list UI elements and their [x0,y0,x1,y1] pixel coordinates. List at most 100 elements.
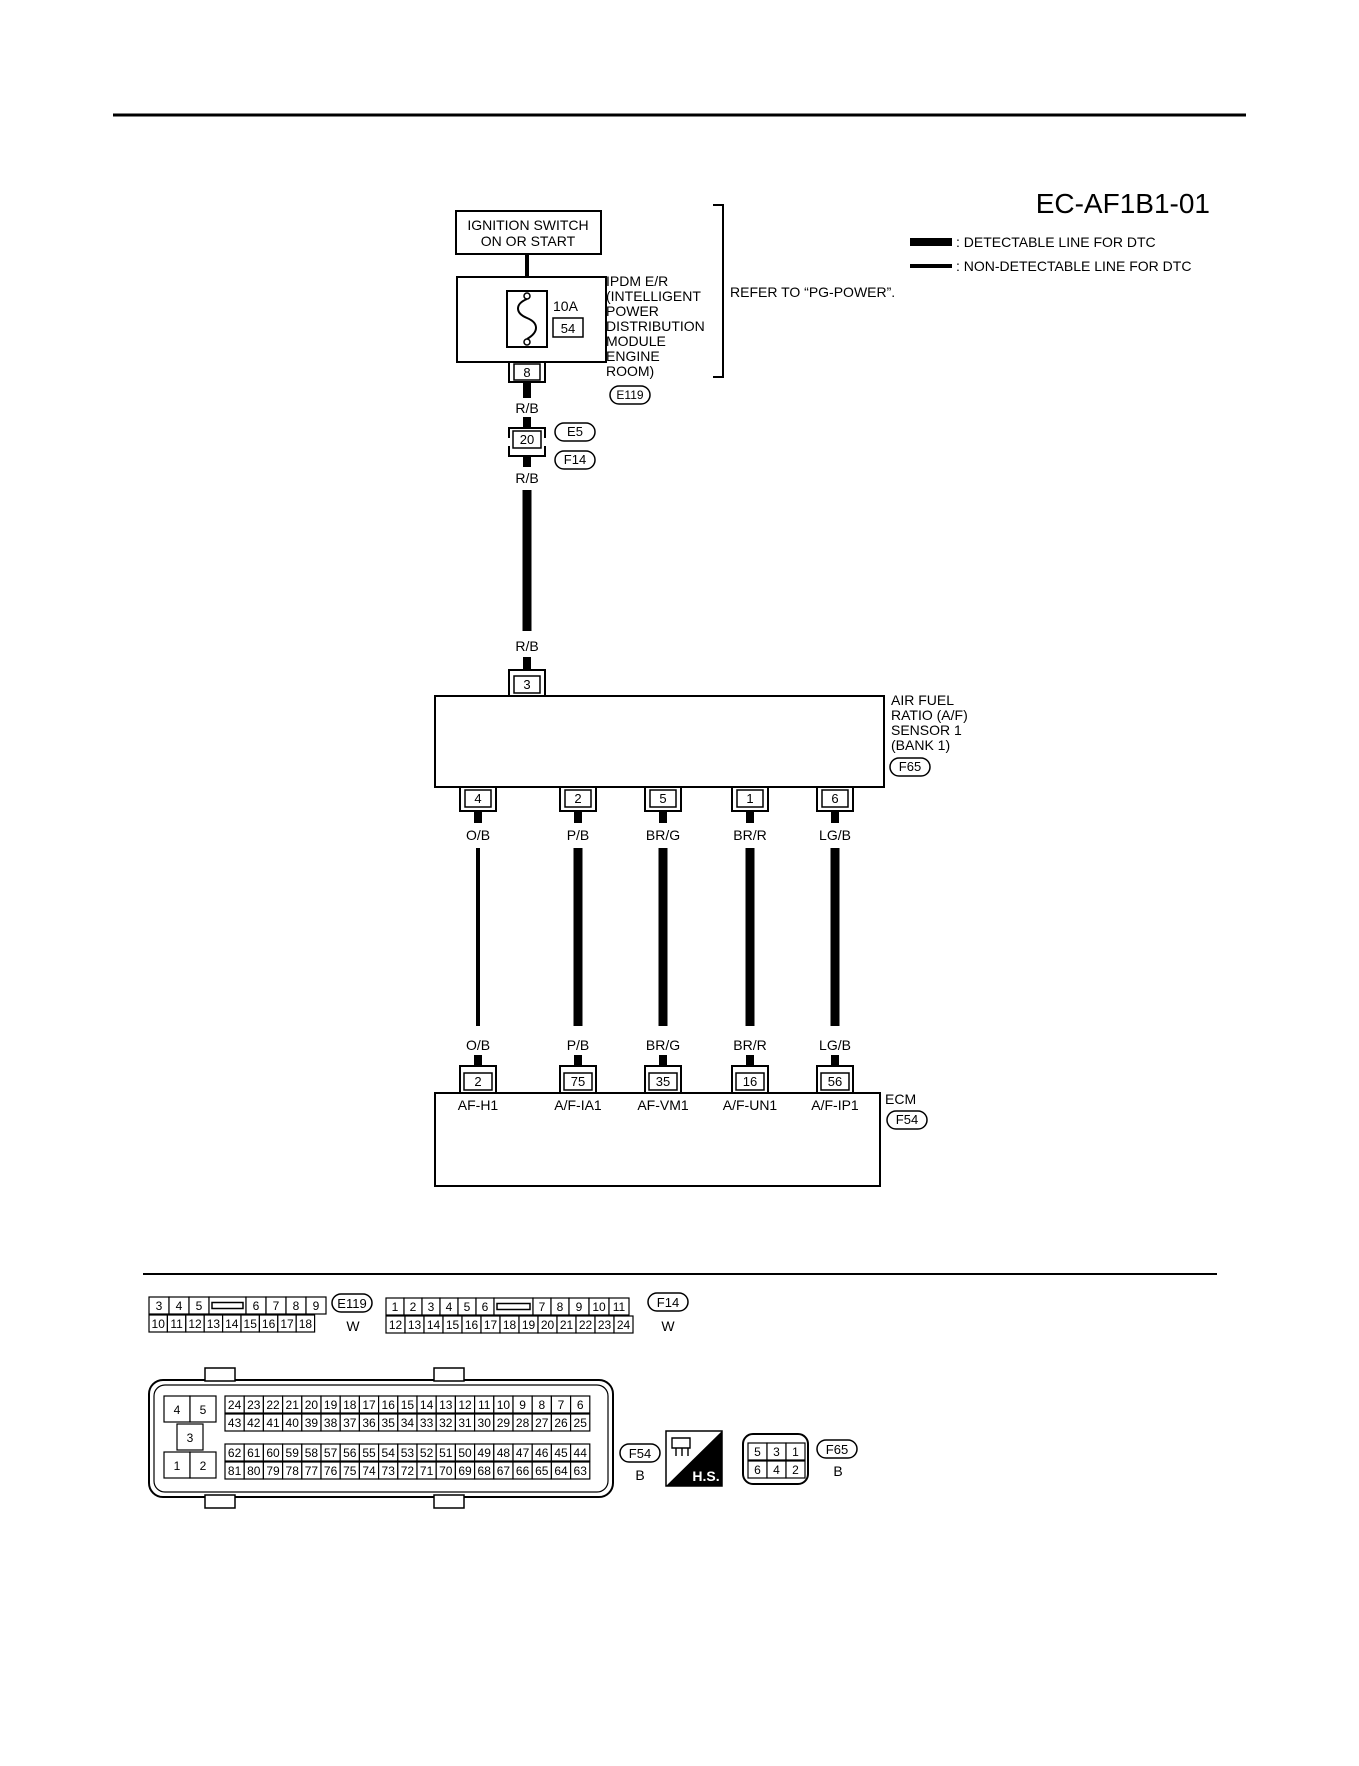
connector-pin-label: 68 [478,1464,492,1478]
f54-power-pin-cell [176,1423,204,1451]
f54-power-pin-label: 1 [174,1459,181,1473]
connector-pin-label: 50 [458,1446,472,1460]
ipdm-connector-badge [609,385,651,405]
connector-pin-label: 59 [286,1446,300,1460]
sensor-pin-box [564,789,592,808]
joint-connector-e5: E5 [567,424,583,439]
connector-id: F14 [657,1295,679,1310]
connector-pin-label: 67 [497,1464,511,1478]
f54-latch [433,1494,465,1509]
ipdm-label-line: ROOM) [606,363,654,379]
connector-pin-label: 9 [576,1300,583,1314]
wire-color-label-bottom: LG/B [819,1037,851,1053]
connector-pin-label: 13 [408,1318,422,1332]
connector-pin-label: 11 [613,1300,626,1314]
connector-pin-label: 15 [401,1398,415,1412]
wire-color-label-top: LG/B [819,827,851,843]
ignition-switch-line2: ON OR START [481,233,576,249]
connector-pin-label: 12 [458,1398,472,1412]
connector-pin-label: 13 [207,1317,221,1331]
connector-pin-label: 63 [574,1464,588,1478]
connector-pin-label: 7 [558,1398,565,1412]
ipdm-label-line: IPDM E/R [606,273,668,289]
connector-pin-label: 8 [557,1300,564,1314]
fuse-icon [517,298,537,340]
connector-pin-label: 21 [286,1398,300,1412]
legend-non-detectable: : NON-DETECTABLE LINE FOR DTC [956,258,1191,274]
connector-pin-label: 23 [247,1398,261,1412]
connector-pin-label: 17 [280,1317,294,1331]
connector-pin-label: 13 [439,1398,453,1412]
connector-pin-label: 37 [343,1416,357,1430]
connector-id: E119 [337,1296,366,1311]
connector-pin-label: 27 [535,1416,549,1430]
ipdm-label-line: MODULE [606,333,666,349]
connector-pin-label: 3 [773,1445,780,1459]
connector-pin-label: 62 [228,1446,242,1460]
hs-connector-icon [671,1437,691,1456]
connector-pin-label: 14 [225,1317,239,1331]
f54-power-pin-label: 2 [200,1459,207,1473]
sensor-pin-number: 5 [659,791,666,806]
ecm-pin-bracket [459,1065,497,1093]
connector-pin-label: 25 [574,1416,588,1430]
connector-pin-label: 9 [519,1398,526,1412]
connector-pin-label: 10 [152,1317,166,1331]
connector-pin-cell [569,1461,591,1480]
ecm-pin-bracket [816,1065,854,1093]
connector-pin-label: 3 [428,1300,435,1314]
connector-pin-label: 49 [478,1446,492,1460]
connector-pin-label: 53 [401,1446,415,1460]
connector-pin-label: 22 [266,1398,280,1412]
connector-pin-label: 46 [535,1446,549,1460]
connector-pin-label: 16 [262,1317,276,1331]
connector-pin-label: 64 [554,1464,568,1478]
ipdm-label: IPDM E/R (INTELLIGENT POWER DISTRIBUTION… [606,273,705,379]
f54-power-pin-label: 5 [200,1403,207,1417]
connector-pin-label: 4 [773,1463,780,1477]
f54-power-pin-label: 4 [174,1403,181,1417]
connector-pin-label: 69 [458,1464,472,1478]
connector-pin-label: 16 [382,1398,396,1412]
sensor-pin-box [649,789,677,808]
connector-pin-label: 78 [286,1464,300,1478]
connector-pin-label: 6 [577,1398,584,1412]
sensor-power-terminal-box [513,675,541,694]
ignition-switch-line1: IGNITION SWITCH [467,217,588,233]
ipdm-label-line: POWER [606,303,659,319]
connector-pin-label: 80 [247,1464,261,1478]
fuse-number-box [552,317,584,338]
ecm-pin-number: 16 [743,1074,757,1089]
joint-connector-f14: F14 [564,452,586,467]
af-sensor-connector-id: F65 [899,759,921,774]
connector-pin-label: 44 [574,1446,588,1460]
f54-latch [433,1367,465,1382]
ecm-pin-signal-label: AF-VM1 [637,1097,689,1113]
wire-color-label-top: P/B [567,827,590,843]
connector-pin-label: 21 [560,1318,574,1332]
ipdm-label-line: (INTELLIGENT [606,288,701,304]
ecm-pin-box [820,1072,850,1091]
connector-pin-label: 52 [420,1446,434,1460]
ecm-pin-number: 56 [828,1074,842,1089]
sensor-pin-number: 1 [746,791,753,806]
connector-pin-label: 42 [247,1416,261,1430]
af-sensor-label-line: (BANK 1) [891,737,950,753]
connector-pin-label: 61 [247,1446,261,1460]
fuse-terminal-bottom [523,338,531,346]
wire-rb-label-1: R/B [515,400,538,416]
sensor-pin-box [464,789,492,808]
refer-note: REFER TO “PG-POWER”. [730,284,895,300]
connector-pin-label: 41 [266,1416,280,1430]
joint-connector-badge-f14 [554,450,596,470]
connector-pin-label: 72 [401,1464,415,1478]
connector-pin-label: 54 [382,1446,396,1460]
connector-color: W [661,1318,675,1334]
wire-color-label-top: BR/R [733,827,766,843]
connector-pin-label: 43 [228,1416,242,1430]
connector-pin-label: 8 [293,1299,300,1313]
connector-pin-label: 38 [324,1416,338,1430]
connector-pin-label: 28 [516,1416,530,1430]
